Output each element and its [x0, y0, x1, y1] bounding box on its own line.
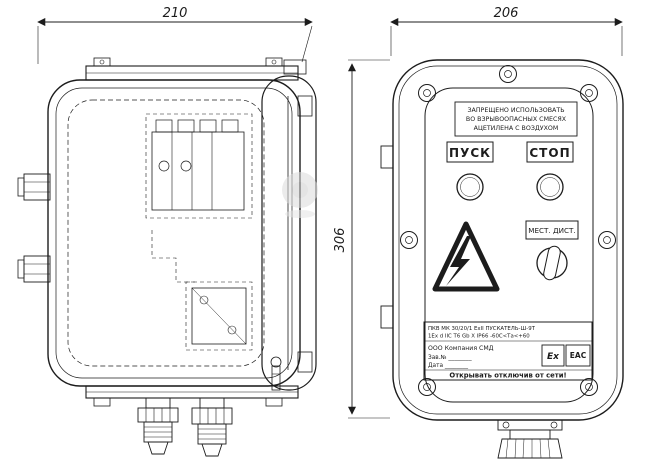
mounting-lug-upper	[380, 145, 394, 169]
dimension-side-width-label: 210	[163, 6, 188, 21]
warning-sign-plate: ЗАПРЕЩЕНО ИСПОЛЬЗОВАТЬ ВО ВЗРЫВООПАСНЫХ …	[454, 101, 578, 137]
internal-cavity-hidden-line	[67, 99, 265, 367]
side-cable-boss-lower	[17, 255, 51, 283]
internal-wiring-hidden-line	[151, 230, 196, 283]
warning-sign-line-2: ВО ВЗРЫВООПАСНЫХ СМЕСЯХ	[466, 116, 567, 123]
nameplate-open-warning: Открывать отключив от сети!	[449, 372, 566, 380]
warning-sign-line-3: АЦЕТИЛЕНА С ВОЗДУХОМ	[474, 125, 559, 132]
nameplate-company: ООО Компания СМД	[428, 345, 494, 352]
front-face-panel	[424, 87, 594, 403]
dimension-front-height: 306	[333, 59, 390, 419]
side-cable-boss-upper	[17, 173, 51, 201]
bottom-mounting-bracket	[85, 385, 299, 407]
internal-contactor	[145, 113, 253, 219]
nameplate-marking-line: 1Ex d IIC T6 Gb X IP66 -60С<Та<+60	[428, 334, 530, 340]
eac-mark-box	[565, 344, 591, 367]
nameplate-serial: Зав.№ ________	[428, 355, 472, 361]
dimension-front-width: 206	[390, 6, 623, 56]
mode-selector-switch	[536, 245, 568, 281]
start-label: ПУСК	[449, 146, 491, 160]
stop-label: СТОП	[529, 146, 570, 160]
dimension-side-width: 210	[37, 6, 313, 64]
enclosure-cover	[261, 59, 317, 391]
stop-push-button	[536, 173, 564, 201]
mode-selector-label: МЕСТ. ДИСТ.	[528, 226, 575, 235]
ex-mark: Ex	[547, 352, 560, 362]
start-label-plate: ПУСК	[446, 141, 494, 163]
top-mounting-bracket	[85, 57, 299, 81]
side-view	[17, 57, 317, 457]
dimension-front-width-label: 206	[494, 6, 519, 21]
cable-gland-left	[137, 397, 179, 455]
mode-selector-label-plate: МЕСТ. ДИСТ.	[525, 220, 579, 240]
nameplate-model-line: ПКВ МК 30/20/1 ЕхII ПУСКАТЕЛЬ-Ш-9Т	[428, 326, 536, 332]
dimension-front-height-label: 306	[333, 228, 348, 253]
mounting-lug-lower	[380, 305, 394, 329]
start-push-button	[456, 173, 484, 201]
cover-latch	[283, 59, 307, 75]
stop-label-plate: СТОП	[526, 141, 574, 163]
nameplate-date: Дата ________	[428, 363, 468, 369]
nameplate: ПКВ МК 30/20/1 ЕхII ПУСКАТЕЛЬ-Ш-9Т 1Ex d…	[423, 321, 593, 381]
ground-screw	[270, 356, 282, 391]
hinge-bottom	[297, 351, 313, 373]
enclosure-body-inner-line	[55, 87, 293, 379]
warning-sign-line-1: ЗАПРЕЩЕНО ИСПОЛЬЗОВАТЬ	[467, 107, 564, 114]
front-view: ЗАПРЕЩЕНО ИСПОЛЬЗОВАТЬ ВО ВЗРЫВООПАСНЫХ …	[380, 59, 624, 459]
cable-gland-right	[191, 397, 233, 457]
hinge-top	[297, 95, 313, 117]
lightning-bolt-icon	[446, 236, 471, 286]
watermark-logo	[282, 172, 318, 218]
front-bottom-cable-gland	[497, 419, 563, 459]
electric-hazard-sign	[432, 221, 500, 292]
ex-mark-box	[541, 344, 565, 367]
internal-terminal-block	[185, 281, 253, 351]
eac-mark: EAC	[570, 351, 587, 360]
